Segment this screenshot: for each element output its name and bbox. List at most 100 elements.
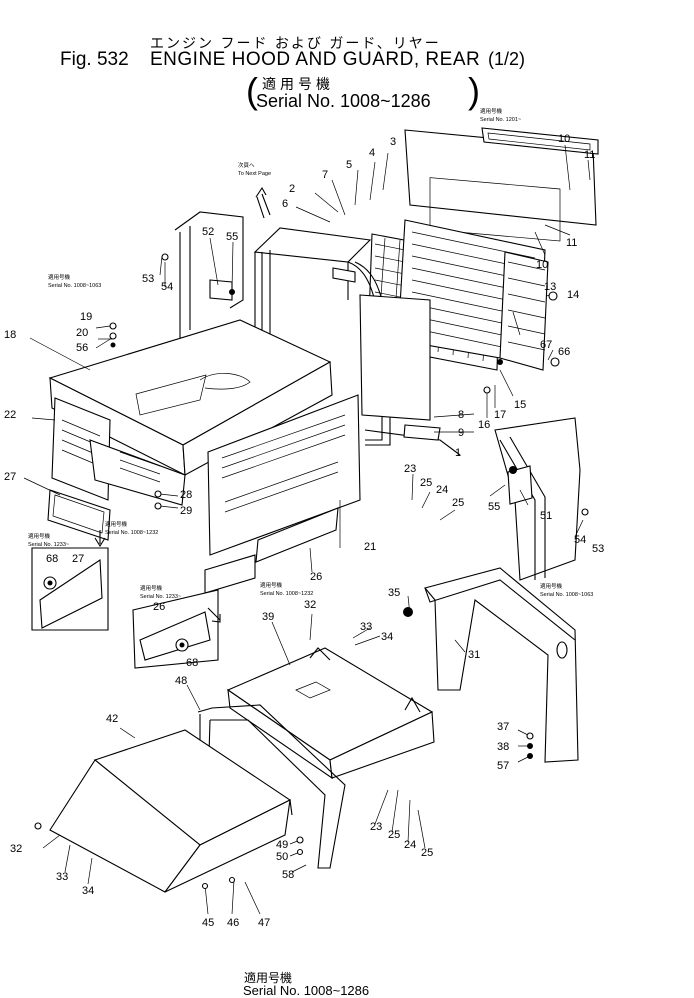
applicability-japanese: 適用号機	[262, 77, 334, 93]
callout-33a: 33	[360, 621, 372, 633]
callout-9: 9	[458, 427, 464, 439]
detail-arrows	[94, 530, 221, 623]
leader-lines	[23, 144, 591, 915]
callout-33b: 33	[56, 871, 68, 883]
note-1201-jp: 適用号機	[480, 107, 503, 115]
callout-11a: 11	[584, 149, 595, 161]
callout-47: 47	[258, 917, 270, 929]
callout-27a: 27	[4, 471, 16, 483]
callout-26b: 26	[153, 601, 165, 613]
callout-24a: 24	[436, 484, 448, 496]
callout-10a: 10	[558, 133, 570, 145]
note-1063-right-jp: 適用号機	[540, 582, 563, 590]
callout-68b: 68	[186, 657, 198, 669]
callout-25c: 25	[388, 829, 400, 841]
callout-29: 29	[180, 505, 192, 517]
note-1201: Serial No. 1201~	[480, 117, 521, 123]
callout-57: 57	[497, 760, 509, 772]
rear-guard-right	[494, 417, 581, 581]
callout-66: 66	[558, 346, 570, 358]
callout-38: 38	[497, 741, 509, 753]
callout-4a: 4	[369, 147, 375, 159]
callout-54b: 54	[574, 534, 586, 546]
callout-46: 46	[227, 917, 239, 929]
callout-35: 35	[388, 587, 400, 599]
callout-7: 7	[322, 169, 328, 181]
callout-21: 21	[364, 541, 376, 553]
callout-48: 48	[175, 675, 187, 687]
note-next-page: To Next Page	[238, 171, 271, 177]
callout-6: 6	[282, 198, 288, 210]
callout-26a: 26	[310, 571, 322, 583]
callout-32a: 32	[304, 599, 316, 611]
note-1233-left-jp: 適用号機	[28, 532, 51, 540]
detail-box-center	[132, 589, 219, 669]
callout-52: 52	[202, 226, 214, 238]
callout-2: 2	[289, 183, 295, 195]
footer-applicability-japanese: 適用号機	[244, 971, 293, 985]
footer-serial-range: Serial No. 1008~1286	[243, 983, 370, 998]
engine-hood-bottom	[49, 729, 293, 893]
callout-17: 17	[494, 409, 506, 421]
note-1063-left-jp: 適用号機	[48, 273, 71, 281]
callout-27b: 27	[72, 553, 84, 565]
callout-23b: 23	[370, 821, 382, 833]
callout-34a: 34	[381, 631, 393, 643]
callout-24b: 24	[404, 839, 416, 851]
paren-left: (	[246, 70, 258, 111]
callout-20: 20	[76, 327, 88, 339]
callout-16: 16	[478, 419, 490, 431]
title-japanese: エンジン フード および ガード、リヤー	[150, 36, 441, 52]
callout-55a: 55	[226, 231, 238, 243]
callout-51: 51	[540, 510, 552, 522]
note-1232-left: Serial No. 1008~1232	[105, 530, 158, 536]
note-1233-left: Serial No. 1233~	[28, 542, 69, 548]
callout-68a: 68	[46, 553, 58, 565]
engine-hood-lower	[226, 647, 435, 780]
note-1233-center: Serial No. 1233~	[140, 594, 181, 600]
callout-54a: 54	[161, 281, 173, 293]
note-1232-center-jp: 適用号機	[260, 581, 283, 589]
serial-notes: 次頁へ To Next Page 適用号機 Serial No. 1201~ 適…	[28, 107, 593, 600]
note-1232-center: Serial No. 1008~1232	[260, 591, 313, 597]
callout-15: 15	[514, 399, 526, 411]
callout-28: 28	[180, 489, 192, 501]
callout-8: 8	[458, 409, 464, 421]
callout-31: 31	[468, 649, 480, 661]
engine-hood-left	[47, 319, 333, 541]
callout-53a: 53	[142, 273, 154, 285]
callout-25b: 25	[452, 497, 464, 509]
callout-37: 37	[497, 721, 509, 733]
callout-45: 45	[202, 917, 214, 929]
callout-58: 58	[282, 869, 294, 881]
guard-lower-right	[424, 567, 579, 763]
callout-1: 1	[455, 447, 461, 459]
callout-39: 39	[262, 611, 274, 623]
callout-25a: 25	[420, 477, 432, 489]
upper-frame-assembly	[174, 211, 461, 456]
serial-range: Serial No. 1008~1286	[256, 91, 431, 111]
fasteners	[34, 253, 589, 890]
note-1063-left: Serial No. 1008~1063	[48, 283, 101, 289]
note-1063-right: Serial No. 1008~1063	[540, 592, 593, 598]
callout-10b: 10	[536, 259, 548, 271]
callout-34b: 34	[82, 885, 94, 897]
next-page-arrow	[255, 186, 271, 219]
callout-50: 50	[276, 851, 288, 863]
callout-23a: 23	[404, 463, 416, 475]
note-1233-center-jp: 適用号機	[140, 584, 163, 592]
callout-14: 14	[567, 289, 579, 301]
paren-right: )	[468, 70, 480, 111]
callout-13: 13	[544, 281, 556, 293]
note-next-page-jp: 次頁へ	[238, 161, 255, 169]
callout-67: 67	[540, 339, 552, 351]
callout-labels: 1 2 3 4 5 6 7 8 9 10 10 11 11 13 14 15 1…	[4, 133, 604, 929]
callout-55b: 55	[488, 501, 500, 513]
callout-18: 18	[4, 329, 16, 341]
callout-3: 3	[390, 136, 396, 148]
note-1232-left-jp: 適用号機	[105, 520, 128, 528]
callout-25d: 25	[421, 847, 433, 859]
detail-box-left	[31, 547, 109, 631]
callout-5: 5	[346, 159, 352, 171]
